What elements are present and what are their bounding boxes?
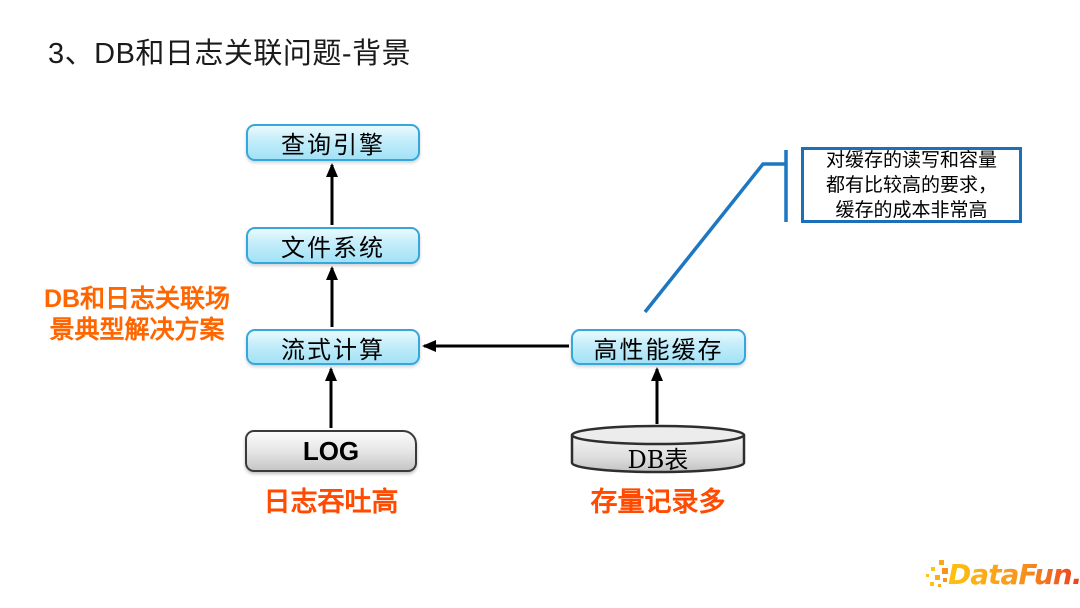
datafun-logo-text: DataFun. — [948, 558, 1080, 591]
node-db-table: DB表 — [570, 424, 746, 474]
logo-pixel-icon — [942, 568, 948, 574]
node-file-system-label: 文件系统 — [281, 234, 385, 262]
node-stream-compute-label: 流式计算 — [281, 335, 385, 364]
logo-pixel-icon — [938, 584, 941, 587]
node-file-system: 文件系统 — [246, 227, 420, 264]
caption-log-throughput: 日志吞吐高 — [263, 487, 399, 518]
node-high-performance-cache-label: 高性能缓存 — [593, 335, 724, 364]
datafun-logo: DataFun. — [926, 554, 1080, 598]
logo-pixel-icon — [943, 578, 947, 582]
logo-pixel-icon — [939, 560, 944, 565]
node-query-engine-label: 查询引擎 — [281, 131, 385, 159]
node-stream-compute: 流式计算 — [246, 329, 420, 365]
side-label-line2: 景典型解决方案 — [49, 315, 225, 344]
callout-line2: 都有比较高的要求， — [825, 173, 997, 196]
logo-pixel-icon — [926, 574, 929, 577]
callout-line1: 对缓存的读写和容量 — [825, 148, 997, 171]
callout-connector-line — [643, 162, 786, 314]
side-label-line1: DB和日志关联场 — [43, 285, 231, 313]
logo-pixel-icon — [931, 567, 935, 571]
caption-db-records: 存量记录多 — [590, 487, 726, 518]
logo-pixel-icon — [935, 575, 940, 580]
node-high-performance-cache: 高性能缓存 — [571, 329, 746, 365]
slide-title: 3、DB和日志关联问题-背景 — [48, 38, 412, 70]
side-label-solution: DB和日志关联场 景典型解决方案 — [28, 284, 246, 345]
node-log-label: LOG — [302, 435, 360, 466]
database-cylinder-icon — [570, 424, 746, 474]
callout-cache-cost: 对缓存的读写和容量 都有比较高的要求， 缓存的成本非常高 — [801, 147, 1022, 223]
logo-pixel-icon — [930, 582, 934, 586]
node-db-table-label: DB表 — [627, 446, 689, 474]
callout-line3: 缓存的成本非常高 — [835, 198, 988, 221]
node-log: LOG — [245, 430, 417, 472]
node-query-engine: 查询引擎 — [246, 124, 420, 161]
